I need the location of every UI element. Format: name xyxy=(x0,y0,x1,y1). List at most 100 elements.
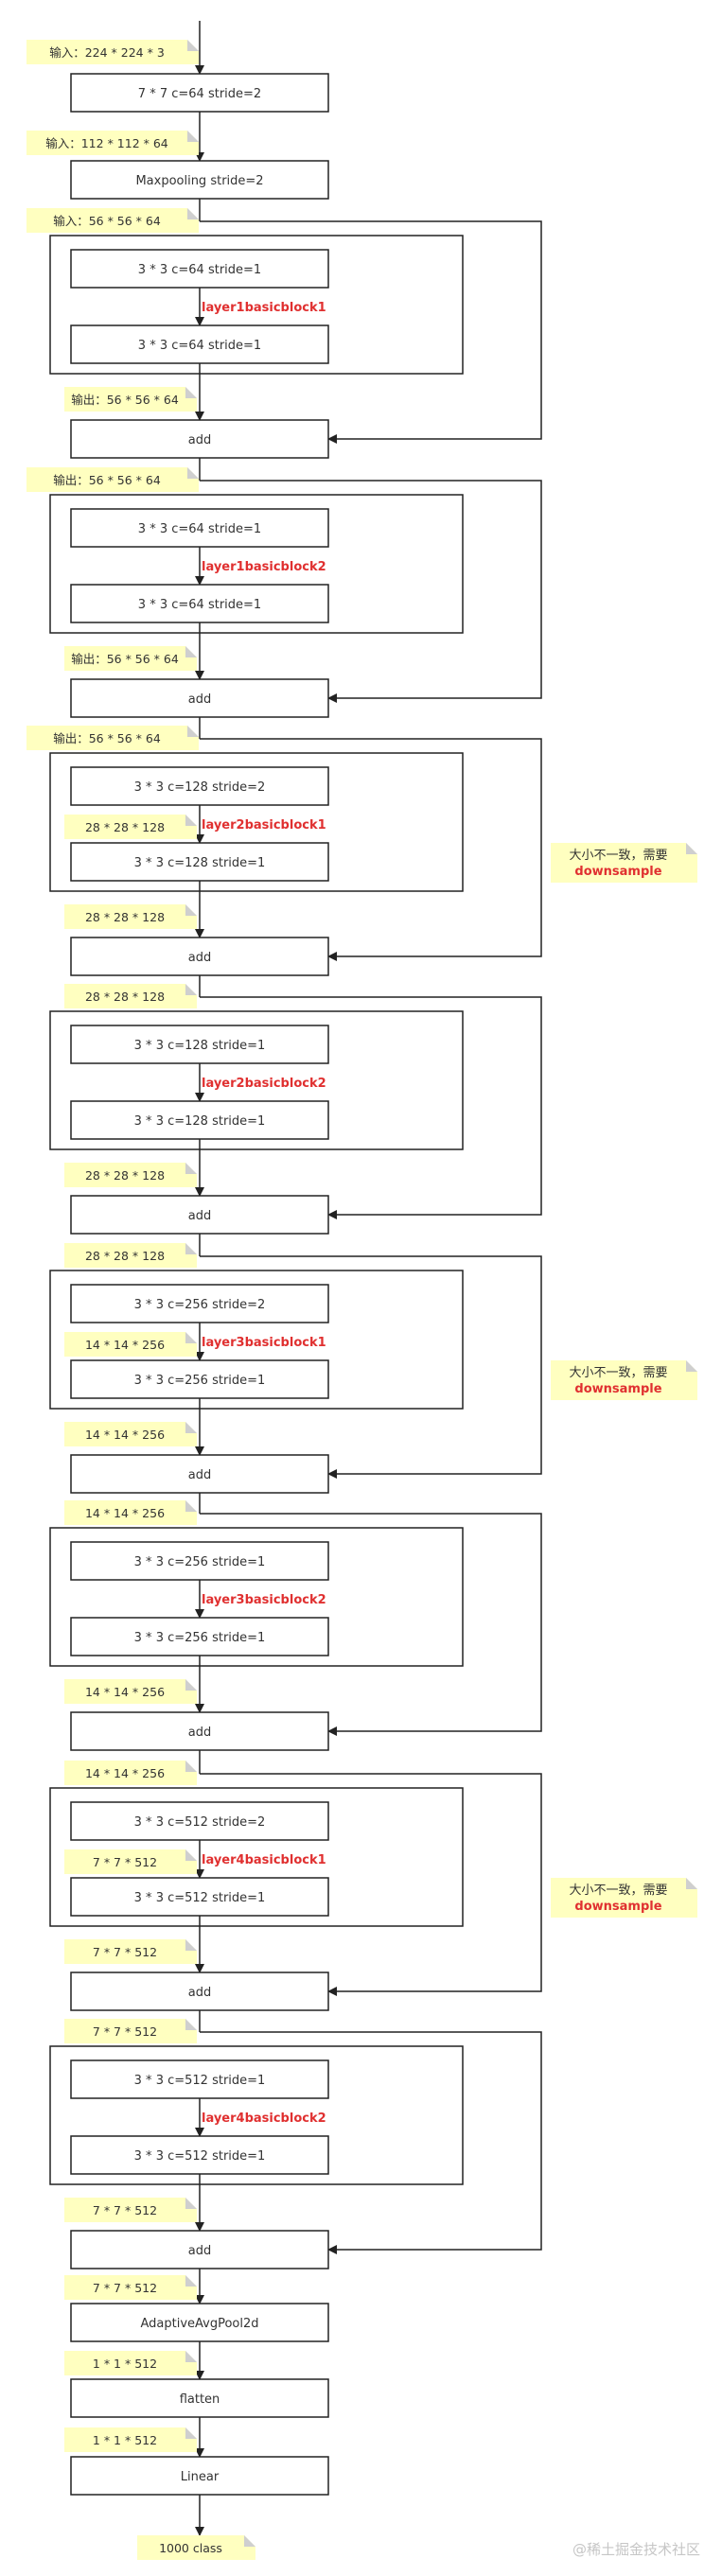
block-6-conv1-box xyxy=(70,1541,329,1581)
block-1-container xyxy=(49,235,464,375)
block-3-mid-note xyxy=(64,815,197,839)
input-note-56-text: 输入：56 * 56 * 64 xyxy=(53,214,161,228)
block-3-out-note-text: 28 * 28 * 128 xyxy=(85,910,165,924)
block-2-in-note-text: 输出：56 * 56 * 64 xyxy=(53,473,161,487)
input-note-224 xyxy=(26,40,199,64)
block-4-add-box xyxy=(70,1195,329,1235)
block-3-downsample-line2: downsample xyxy=(574,865,661,879)
block-8-label: layer4basicblock2 xyxy=(202,2112,326,2126)
block-7-mid-note xyxy=(64,1849,197,1874)
block-5-in-note-fold xyxy=(185,1243,197,1254)
block-3-conv1-box-text: 3 * 3 c=128 stride=2 xyxy=(134,780,266,795)
block-2-out-note-text: 输出：56 * 56 * 64 xyxy=(71,652,179,666)
flatten-note-text: 1 * 1 * 512 xyxy=(93,2357,157,2371)
watermark-text: @稀土掘金技术社区 xyxy=(572,2541,700,2558)
block-8-conv1-box xyxy=(70,2059,329,2099)
block-7-in-note-fold xyxy=(185,1761,197,1772)
block-5-in-note xyxy=(64,1243,197,1268)
output-note-fold xyxy=(244,2535,255,2547)
block-8-conv2-box-text: 3 * 3 c=512 stride=1 xyxy=(134,2149,266,2164)
conv7x7-box-text: 7 * 7 c=64 stride=2 xyxy=(138,87,261,101)
avgpool-box-text: AdaptiveAvgPool2d xyxy=(140,2317,258,2331)
block-2-label: layer1basicblock2 xyxy=(202,560,326,574)
block-3-out-note-fold xyxy=(185,904,197,916)
linear-note-fold xyxy=(185,2427,197,2439)
block-3-conv2-box xyxy=(70,842,329,882)
block-5-in-note-text: 28 * 28 * 128 xyxy=(85,1249,165,1263)
block-6-conv2-box xyxy=(70,1617,329,1656)
input-note-56-fold xyxy=(187,208,199,219)
block-1-label: layer1basicblock1 xyxy=(202,301,326,315)
block-2-out-note-fold xyxy=(185,646,197,657)
block-3-in-note-fold xyxy=(187,726,199,737)
block-5-conv1-box-text: 3 * 3 c=256 stride=2 xyxy=(134,1298,266,1312)
block-4-conv2-box-text: 3 * 3 c=128 stride=1 xyxy=(134,1114,266,1129)
block-7-add-box xyxy=(70,1971,329,2011)
block-7-container xyxy=(49,1787,464,1927)
block-3-conv2-box-text: 3 * 3 c=128 stride=1 xyxy=(134,856,266,870)
block-7-conv1-box-text: 3 * 3 c=512 stride=2 xyxy=(134,1815,266,1830)
block-1-out-note-text: 输出：56 * 56 * 64 xyxy=(71,393,179,407)
block-5-downsample-line1: 大小不一致，需要 xyxy=(569,1366,667,1380)
block-5-add-box xyxy=(70,1454,329,1494)
block-4-conv1-box xyxy=(70,1025,329,1064)
block-3-downsample-line1: 大小不一致，需要 xyxy=(569,849,667,863)
block-2-add-box xyxy=(70,678,329,718)
block-2-conv1-box xyxy=(70,508,329,548)
block-4-residual-line xyxy=(200,996,542,1219)
block-2-residual-line xyxy=(200,480,542,703)
block-1-conv2-box xyxy=(70,324,329,364)
block-5-conv1-box xyxy=(70,1284,329,1323)
flatten-box-text: flatten xyxy=(180,2392,220,2407)
block-1-add-box xyxy=(70,419,329,459)
block-5-conv2-box-text: 3 * 3 c=256 stride=1 xyxy=(134,1374,266,1388)
block-7-downsample-note-fold xyxy=(686,1878,697,1889)
block-4-in-note xyxy=(64,984,197,1008)
block-6-label: layer3basicblock2 xyxy=(202,1593,326,1607)
block-3-residual-line xyxy=(200,738,542,961)
block-5-out-note xyxy=(64,1422,197,1446)
block-3-add-box xyxy=(70,937,329,976)
block-7-in-note-text: 14 * 14 * 256 xyxy=(85,1766,165,1780)
block-4-add-box-text: add xyxy=(188,1209,211,1223)
block-5-label: layer3basicblock1 xyxy=(202,1336,326,1350)
block-6-conv1-box-text: 3 * 3 c=256 stride=1 xyxy=(134,1555,266,1569)
block-4-label: layer2basicblock2 xyxy=(202,1077,326,1091)
input-note-56 xyxy=(26,208,199,233)
block-6-conv2-box-text: 3 * 3 c=256 stride=1 xyxy=(134,1631,266,1645)
block-8-add-box-text: add xyxy=(188,2244,211,2258)
block-6-in-note xyxy=(64,1500,197,1525)
block-7-conv2-box-text: 3 * 3 c=512 stride=1 xyxy=(134,1891,266,1905)
block-3-out-note xyxy=(64,904,197,929)
linear-box-text: Linear xyxy=(181,2470,220,2484)
block-2-in-note-fold xyxy=(187,467,199,479)
block-6-out-note-fold xyxy=(185,1679,197,1691)
block-6-out-note-text: 14 * 14 * 256 xyxy=(85,1685,165,1699)
block-3-mid-note-text: 28 * 28 * 128 xyxy=(85,820,165,834)
block-2-conv1-box-text: 3 * 3 c=64 stride=1 xyxy=(138,522,261,536)
block-2-conv2-box-text: 3 * 3 c=64 stride=1 xyxy=(138,598,261,612)
input-note-224-fold xyxy=(187,40,199,51)
block-1-conv1-box-text: 3 * 3 c=64 stride=1 xyxy=(138,263,261,277)
input-note-112-fold xyxy=(187,131,199,142)
block-7-downsample-line1: 大小不一致，需要 xyxy=(569,1884,667,1898)
block-6-add-box xyxy=(70,1711,329,1751)
pool-note-text: 7 * 7 * 512 xyxy=(93,2281,157,2295)
pool-note-fold xyxy=(185,2275,197,2287)
block-8-in-note-text: 7 * 7 * 512 xyxy=(93,2024,157,2039)
block-3-container xyxy=(49,752,464,892)
block-4-in-note-text: 28 * 28 * 128 xyxy=(85,990,165,1004)
block-5-downsample-line2: downsample xyxy=(574,1382,661,1396)
block-5-conv2-box xyxy=(70,1359,329,1399)
maxpool-box-text: Maxpooling stride=2 xyxy=(135,174,263,188)
block-3-downsample-note xyxy=(551,843,697,883)
block-3-label: layer2basicblock1 xyxy=(202,818,326,832)
block-6-out-note xyxy=(64,1679,197,1704)
input-note-112-text: 输入：112 * 112 * 64 xyxy=(45,136,168,150)
block-7-add-box-text: add xyxy=(188,1986,211,2000)
block-2-in-note xyxy=(26,467,199,492)
block-7-residual-line xyxy=(200,1773,542,1996)
block-7-mid-note-text: 7 * 7 * 512 xyxy=(93,1855,157,1869)
block-8-residual-line xyxy=(200,2031,542,2254)
block-8-conv2-box xyxy=(70,2135,329,2175)
